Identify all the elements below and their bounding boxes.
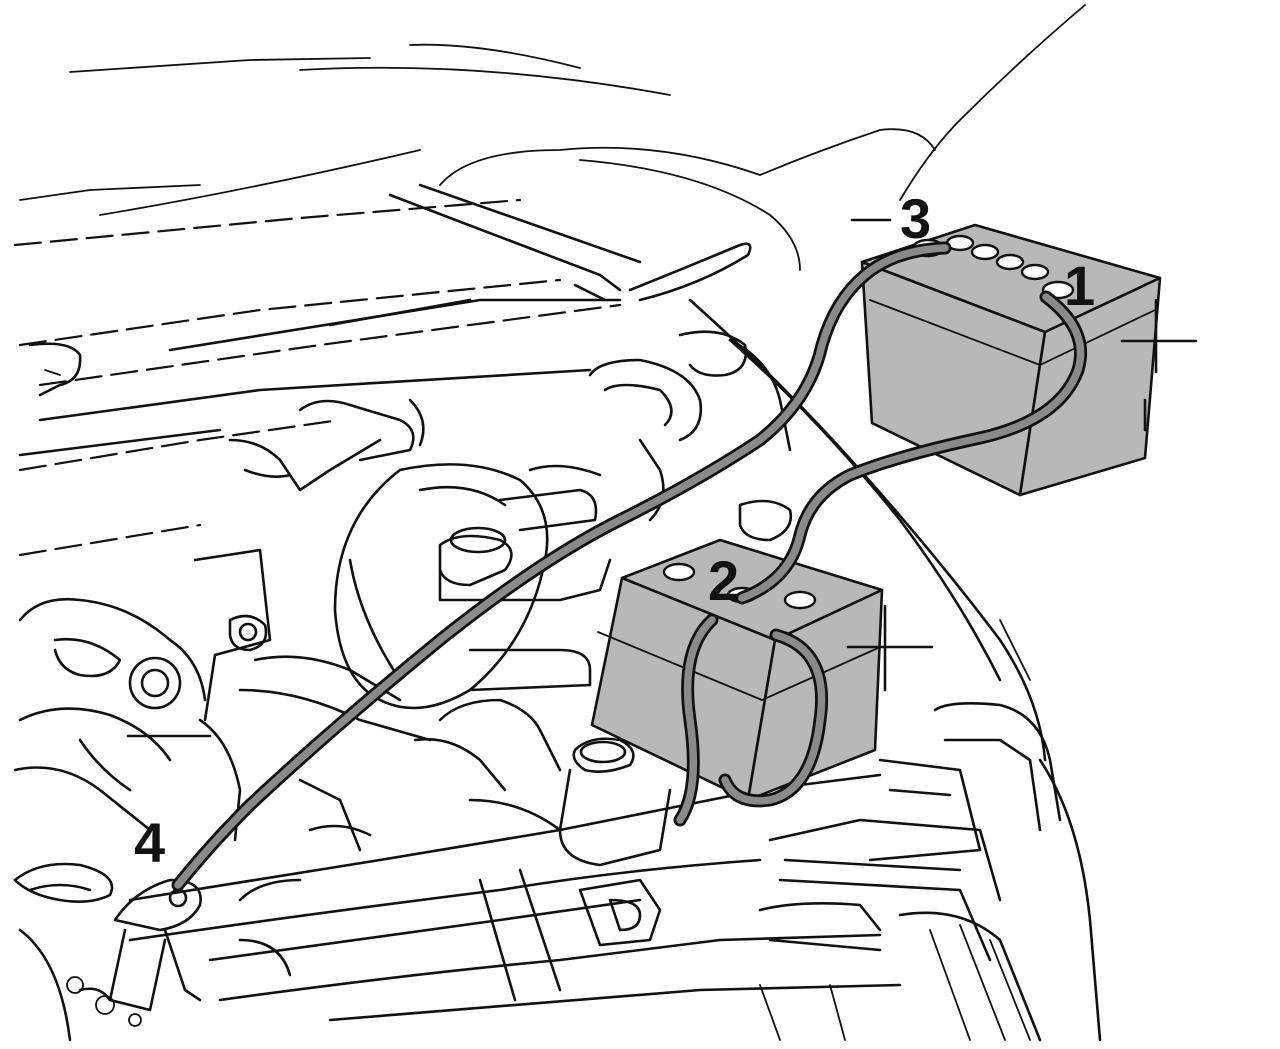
terminal-label-4: 4 bbox=[134, 811, 165, 874]
polarity-signs bbox=[126, 218, 1198, 738]
ground-point bbox=[108, 878, 202, 1012]
cowl-panel bbox=[13, 183, 752, 557]
engine-components-center bbox=[298, 330, 793, 867]
terminal-label-3: 3 bbox=[900, 187, 931, 250]
hood-outline bbox=[19, 4, 1086, 271]
assisting-battery-side bbox=[1018, 276, 1162, 497]
terminal-labels: 1 2 3 4 + + − − bbox=[134, 187, 1095, 874]
discharged-battery-cap-right bbox=[783, 590, 817, 610]
positive-jumper-cable bbox=[673, 290, 1088, 827]
terminal-label-1: 1 bbox=[1064, 254, 1095, 317]
engine-components-left bbox=[13, 398, 432, 1042]
discharged-battery-cap-left bbox=[662, 562, 696, 582]
negative-jumper-cable bbox=[171, 241, 952, 892]
brake-booster bbox=[333, 463, 612, 710]
fender-and-headlamp bbox=[688, 298, 1102, 1042]
assisting-battery-cell-caps bbox=[945, 234, 1050, 281]
front-crossmember bbox=[128, 773, 902, 1041]
terminal-label-2: 2 bbox=[708, 549, 739, 612]
